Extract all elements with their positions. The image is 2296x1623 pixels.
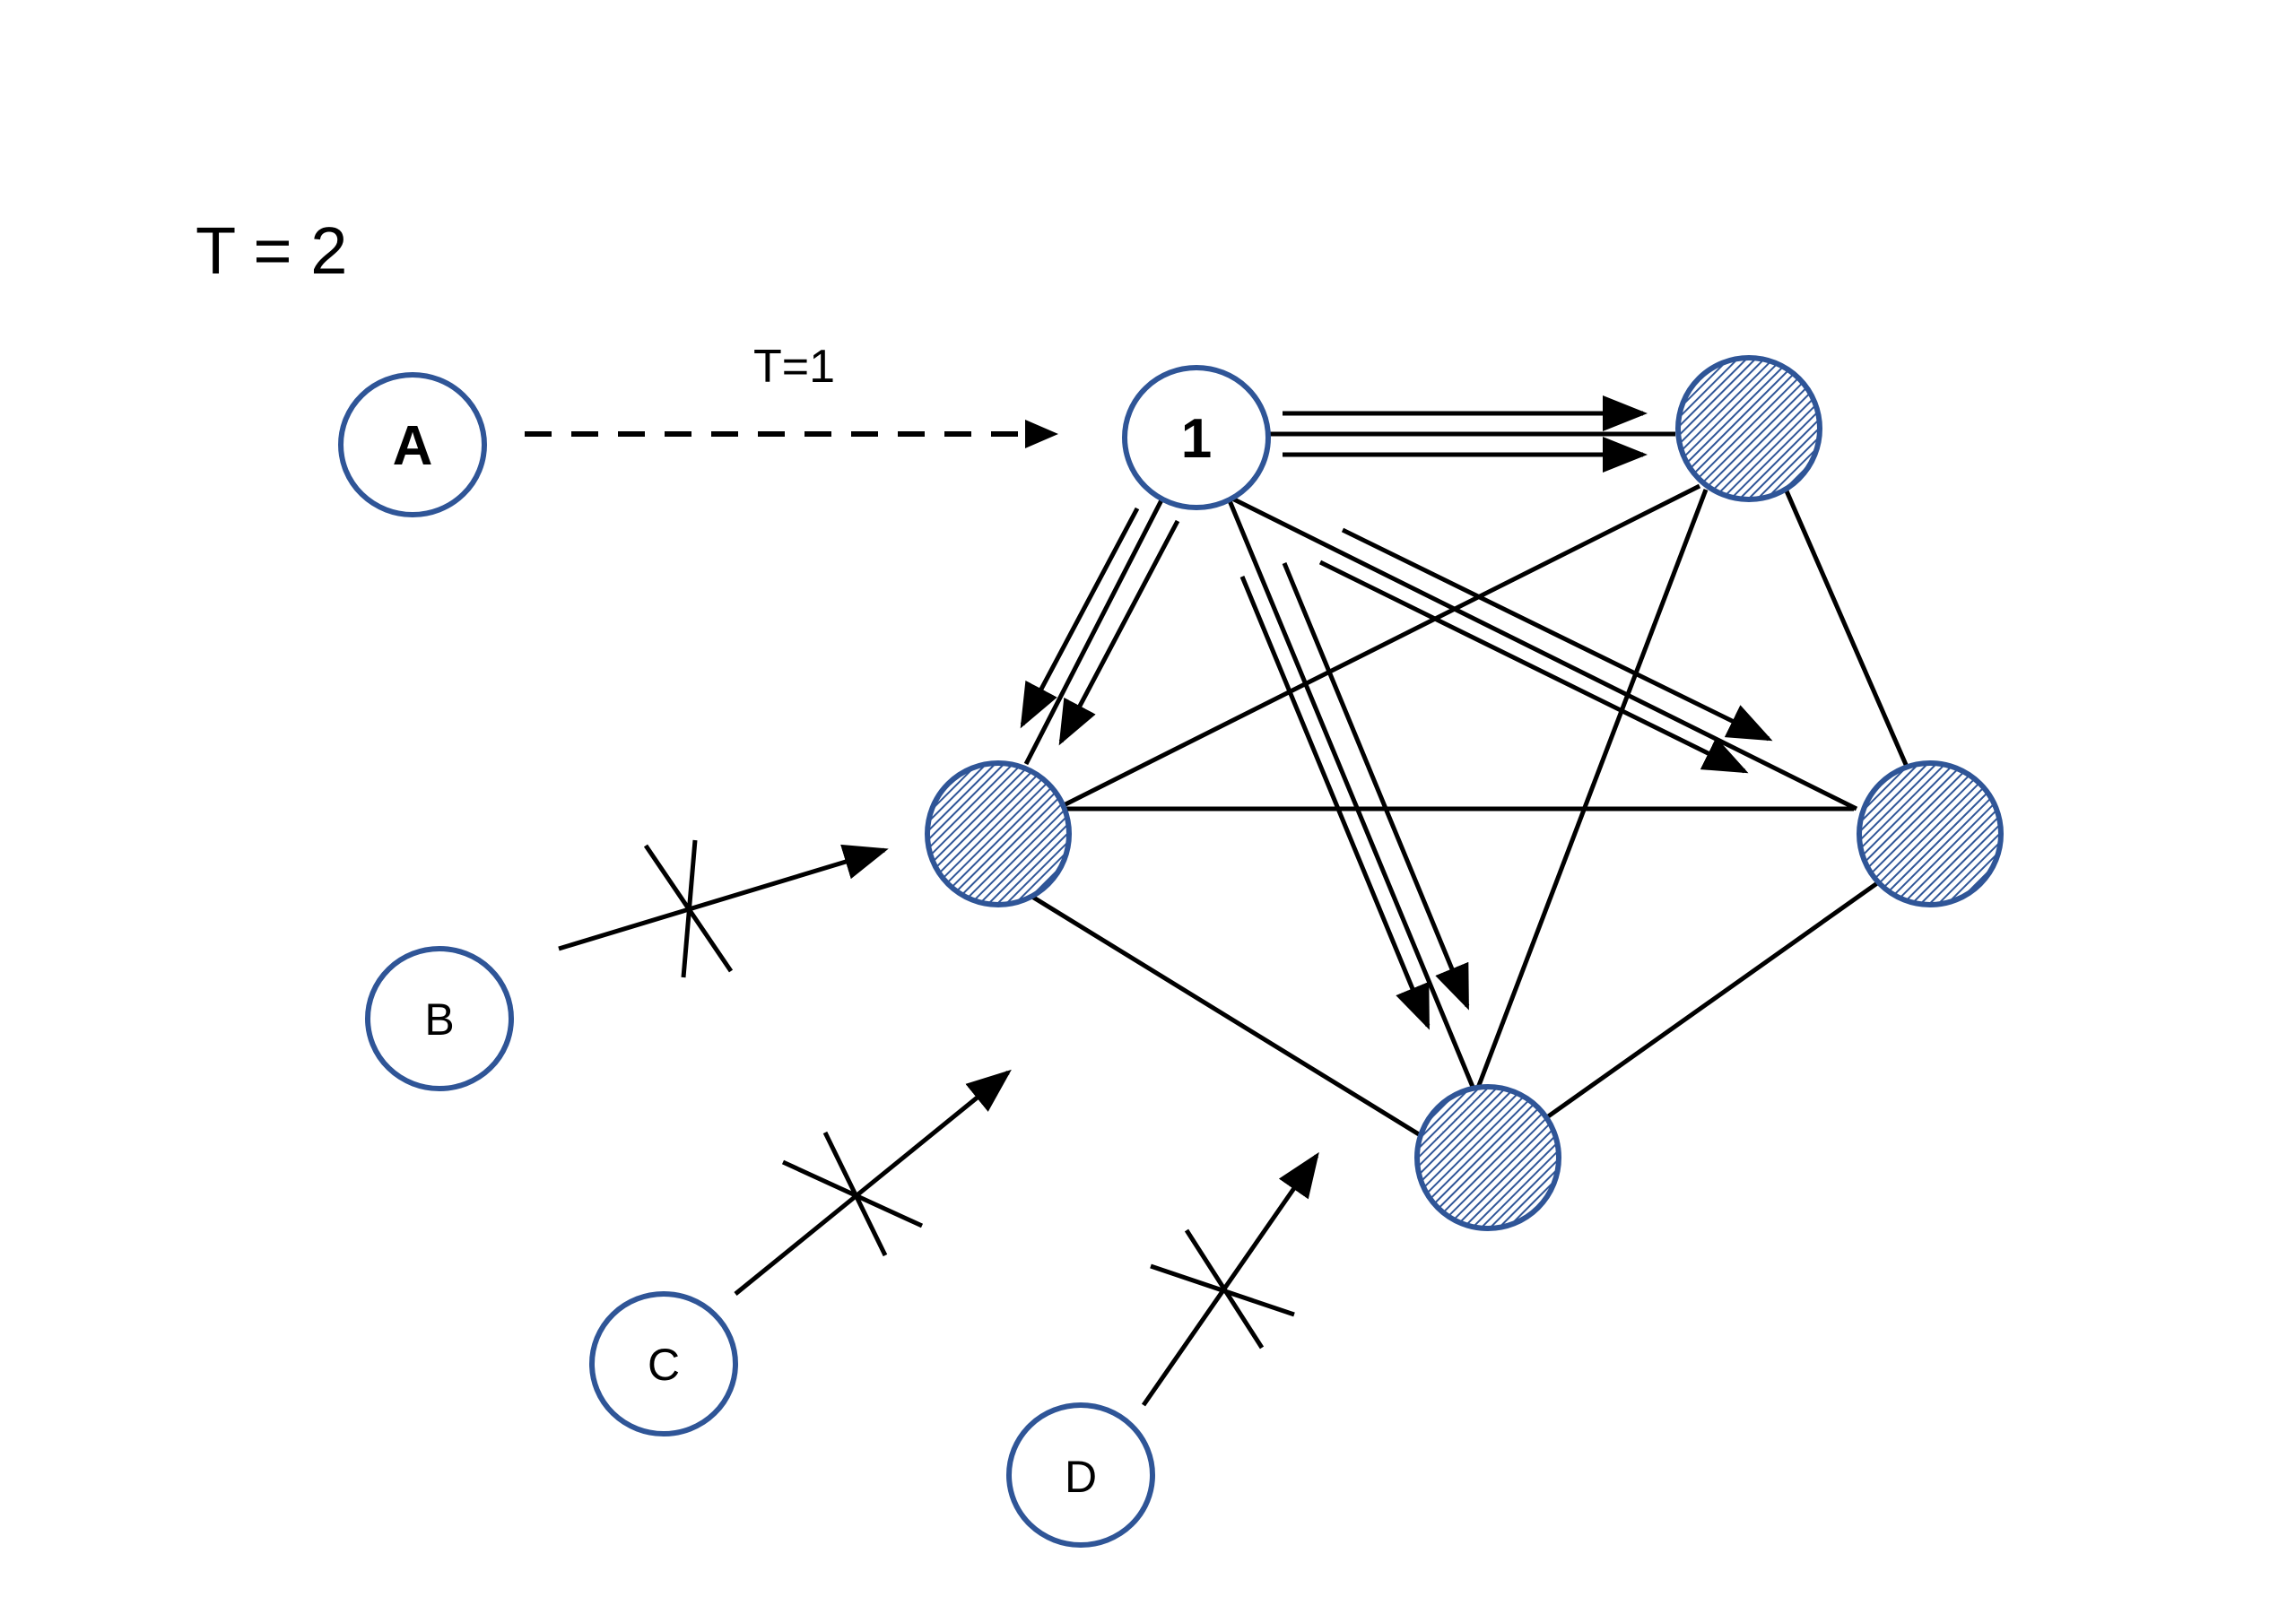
arrow-1-right-a bbox=[1341, 527, 1773, 742]
blocked-arrows bbox=[558, 839, 1319, 1407]
diagram-title: T = 2 bbox=[196, 213, 347, 288]
network-node-left bbox=[925, 760, 1072, 907]
node-1-label: 1 bbox=[1181, 408, 1212, 470]
block-mark-c-2 bbox=[822, 1131, 888, 1257]
node-a-label: A bbox=[393, 415, 433, 477]
network-edges bbox=[1023, 431, 1909, 1137]
arrow-1-bottom-b bbox=[1282, 562, 1470, 1011]
node-b-circle bbox=[365, 946, 514, 1091]
edge-right-bottom bbox=[1543, 881, 1879, 1122]
block-mark-c-1 bbox=[781, 1159, 924, 1228]
block-mark-b-2 bbox=[681, 839, 698, 978]
edge-1-left bbox=[1023, 493, 1167, 766]
node-1: 1 bbox=[1122, 365, 1271, 510]
arrow-1-left-a bbox=[1020, 507, 1140, 729]
edge-1-right bbox=[1229, 495, 1858, 812]
dashed-transfer-arrowhead bbox=[1025, 420, 1058, 448]
arrow-1-bottom-a bbox=[1239, 576, 1431, 1030]
node-c-label: C bbox=[648, 1340, 680, 1390]
node-c: C bbox=[589, 1291, 738, 1436]
node-a: A bbox=[338, 372, 487, 517]
node-b: B bbox=[365, 946, 514, 1091]
network-node-right bbox=[1857, 760, 2004, 907]
node-d: D bbox=[1006, 1402, 1155, 1548]
edge-topright-bottom bbox=[1475, 489, 1709, 1089]
blocked-arrow-b bbox=[558, 844, 889, 951]
node-d-circle bbox=[1006, 1402, 1155, 1548]
edge-1-bottom bbox=[1226, 498, 1475, 1088]
arrow-1-left-b bbox=[1058, 519, 1180, 746]
broadcast-arrows bbox=[1020, 395, 1773, 1030]
edge-left-bottom bbox=[1026, 891, 1421, 1137]
node-d-label: D bbox=[1065, 1452, 1097, 1502]
transfer-label: T=1 bbox=[753, 341, 835, 393]
edge-topright-left bbox=[1058, 483, 1701, 810]
edge-topright-right bbox=[1782, 486, 1909, 768]
node-1-circle bbox=[1122, 365, 1271, 510]
block-mark-d-2 bbox=[1184, 1228, 1265, 1350]
blocked-arrow-c bbox=[734, 1069, 1012, 1296]
node-b-label: B bbox=[424, 994, 454, 1045]
arrow-1-right-b bbox=[1318, 560, 1749, 774]
network-node-bottom bbox=[1414, 1084, 1561, 1231]
blocked-arrow-d bbox=[1141, 1151, 1319, 1407]
node-a-circle bbox=[338, 372, 487, 517]
node-c-circle bbox=[589, 1291, 738, 1436]
network-node-top-right bbox=[1675, 355, 1822, 502]
